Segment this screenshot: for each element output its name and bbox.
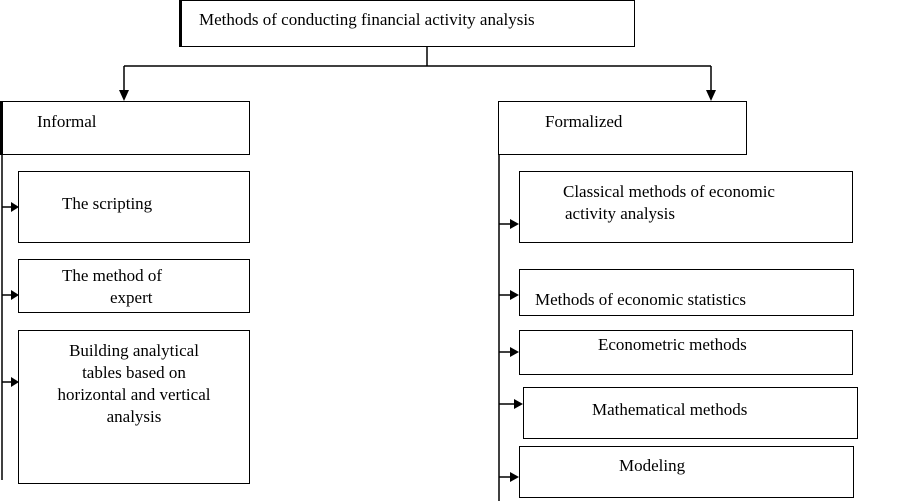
formalized-item-label: Mathematical methods (592, 400, 748, 419)
informal-label: Informal (37, 112, 97, 131)
formalized-item-mathematical (523, 387, 858, 439)
arrow-formalized-4 (514, 399, 523, 409)
formalized-item-econometric (519, 330, 853, 375)
root-label: Methods of conducting financial activity… (199, 10, 535, 29)
informal-item-label: horizontal and vertical (57, 385, 211, 404)
formalized-item-label: Econometric methods (598, 335, 747, 354)
arrow-formalized-3 (510, 347, 519, 357)
informal-item-label: Building analytical (69, 341, 199, 360)
informal-box (0, 101, 250, 155)
informal-item-label: expert (110, 288, 153, 307)
arrow-to-formalized (706, 90, 716, 101)
informal-item-label: The method of (62, 266, 163, 285)
arrow-to-informal (119, 90, 129, 101)
arrow-formalized-5 (510, 472, 519, 482)
arrow-informal-3 (11, 377, 19, 387)
informal-item-label: tables based on (82, 363, 186, 382)
formalized-item-label: Classical methods of economic (563, 182, 775, 201)
informal-item-label: analysis (106, 407, 162, 426)
formalized-item-label: activity analysis (565, 204, 676, 223)
arrow-formalized-2 (510, 290, 519, 300)
formalized-item-classical (519, 171, 853, 243)
informal-item-expert (18, 259, 250, 313)
formalized-item-label: Methods of economic statistics (535, 290, 747, 309)
root-box (179, 0, 635, 47)
formalized-item-label: Modeling (619, 456, 686, 475)
formalized-item-modeling (519, 446, 854, 498)
formalized-box (498, 101, 747, 155)
formalized-label: Formalized (545, 112, 623, 131)
informal-item-scripting (18, 171, 250, 243)
formalized-item-statistics (519, 269, 854, 316)
arrow-informal-1 (11, 202, 19, 212)
informal-item-tables (18, 330, 250, 484)
informal-item-label: The scripting (62, 194, 153, 213)
arrow-formalized-1 (510, 219, 519, 229)
arrow-informal-2 (11, 290, 19, 300)
